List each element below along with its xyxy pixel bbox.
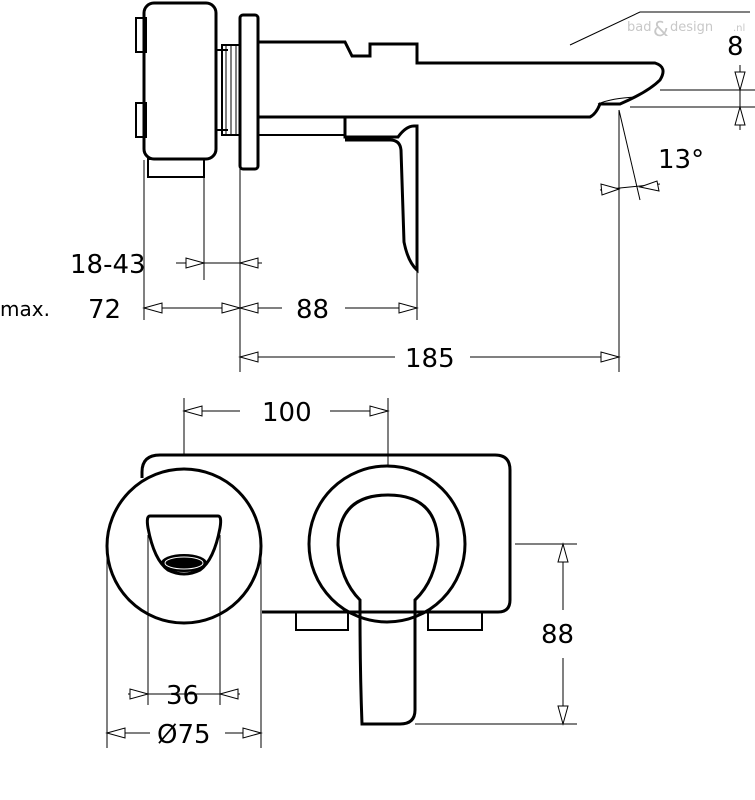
dim-max-value: 72 (88, 295, 121, 325)
side-body-lug-bottom (135, 102, 147, 138)
arrow-8-bottom (734, 105, 746, 126)
front-spout-outlet (145, 514, 223, 576)
front-view-dimensions: 100 36 Ø75 88 (105, 398, 577, 750)
dim-spout-width: 36 (166, 681, 199, 711)
dim-max-prefix: max. (0, 297, 50, 321)
arrow-angle-left (600, 183, 621, 196)
side-spout (258, 40, 665, 119)
arrow-36-right (218, 688, 239, 700)
dim-rosette-diameter: Ø75 (157, 720, 211, 750)
front-foot-left (295, 611, 349, 631)
front-spout-rosette (105, 467, 263, 625)
side-body-lug-top (135, 17, 147, 53)
arrow-8-top (734, 71, 746, 92)
side-rosette-plate (238, 13, 260, 171)
arrow-100-left (182, 405, 203, 417)
arrow-36-left (129, 688, 150, 700)
watermark-logo: bad & design .nl (569, 11, 750, 46)
front-backing-plate (160, 453, 512, 614)
arrow-18-43-left (185, 257, 206, 269)
arrow-angle-right (638, 180, 660, 192)
arrow-185-left (238, 351, 259, 363)
dim-total-projection: 185 (405, 344, 455, 374)
arrow-100-right (369, 405, 390, 417)
dim-angle: 13° (658, 145, 704, 175)
watermark-brand-tld: .nl (733, 23, 745, 34)
arrow-185-right (600, 351, 621, 363)
side-lever-handle (343, 117, 419, 274)
side-view (135, 1, 665, 274)
arrow-88-left (238, 302, 259, 314)
watermark-brand-left: bad (627, 20, 651, 35)
dim-handle-height: 88 (541, 620, 574, 650)
front-foot-right (427, 611, 483, 631)
arrow-75-left (105, 727, 126, 739)
watermark-brand-right: design (670, 20, 713, 35)
front-handle-rosette (307, 464, 467, 624)
arrow-72-left (142, 302, 163, 314)
dim-center-distance: 100 (262, 398, 312, 428)
side-body-foot (147, 158, 205, 178)
dim-handle-depth: 88 (296, 295, 329, 325)
dim-spout-height: 8 (727, 32, 744, 62)
arrow-18-43-right (238, 257, 259, 269)
side-body-box (142, 1, 218, 161)
front-lever-handle (336, 493, 440, 726)
dim-wall-range: 18-43 (70, 250, 146, 280)
arrow-72-right (221, 302, 242, 314)
arrow-88h-top (557, 542, 569, 563)
side-view-dimensions: 18-43 max. 72 88 185 8 13° (0, 32, 755, 374)
watermark-brand-amp: & (653, 17, 669, 41)
arrow-88h-bottom (557, 705, 569, 726)
arrow-88-right (398, 302, 419, 314)
arrow-75-right (242, 727, 263, 739)
